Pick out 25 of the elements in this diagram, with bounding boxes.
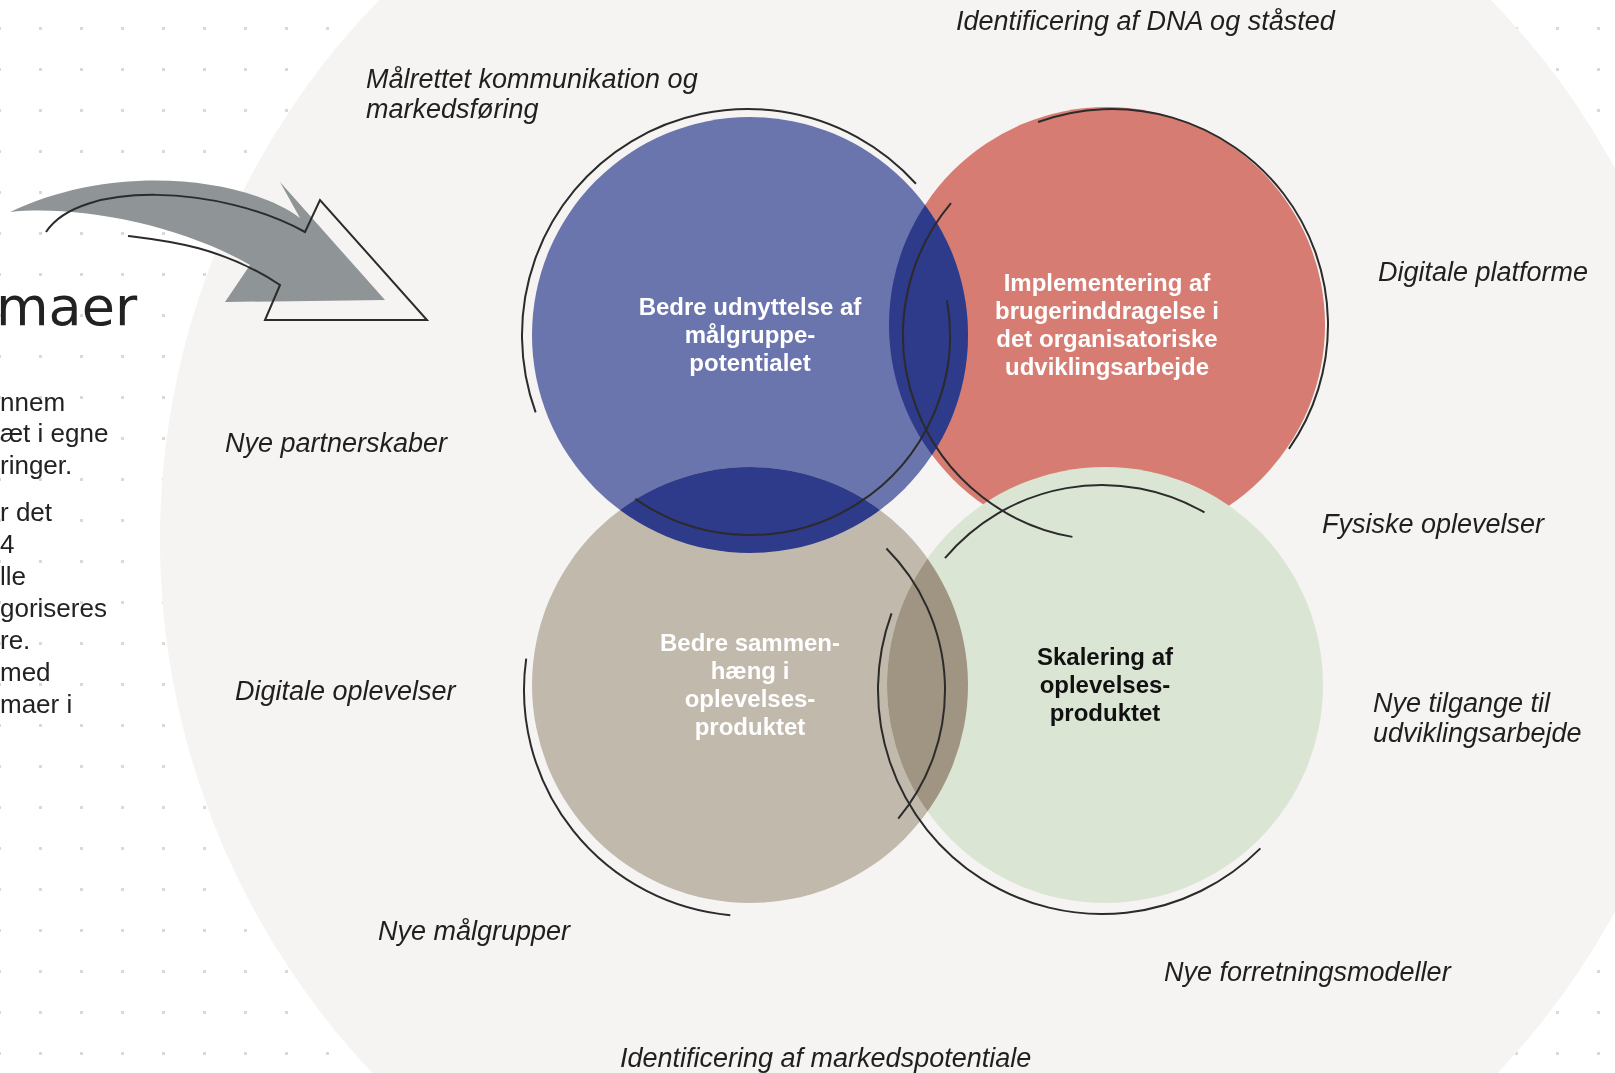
topic-label: Målrettet kommunikation og markedsføring bbox=[366, 64, 699, 124]
body-text: æt i egne bbox=[0, 418, 109, 449]
body-text: maer i bbox=[0, 689, 73, 720]
topic-label: Nye partnerskaber bbox=[225, 428, 448, 458]
circle-label: Bedre udnyttelse af målgruppe-potentialet bbox=[625, 293, 875, 377]
topic-label: Nye forretningsmodeller bbox=[1164, 957, 1451, 987]
topic-label: Identificering af markedspotentiale bbox=[620, 1043, 1032, 1073]
body-text: goriseres bbox=[0, 593, 107, 624]
body-text: med bbox=[0, 657, 51, 688]
body-text: ringer. bbox=[0, 450, 73, 481]
slide-title: maer bbox=[0, 275, 138, 338]
body-text: r det bbox=[0, 497, 53, 528]
body-text: 4 bbox=[0, 529, 15, 560]
topic-label: Digitale oplevelser bbox=[235, 676, 456, 706]
circle-label: Bedre sammen-hæng i oplevelses-produktet bbox=[647, 629, 853, 741]
circle-label: Skalering af oplevelses-produktet bbox=[1025, 643, 1185, 727]
topic-label: Nye tilgange til udviklingsarbejde bbox=[1373, 688, 1583, 748]
body-text: re. bbox=[0, 625, 31, 656]
topic-label: Digitale platforme bbox=[1378, 257, 1589, 287]
topic-label: Identificering af DNA og ståsted bbox=[956, 6, 1335, 36]
body-text: nnem bbox=[0, 387, 66, 418]
body-text: lle bbox=[0, 561, 26, 592]
circle-label: Implementering af brugerinddragelse i det organisatoriske udviklingsarbejde bbox=[976, 269, 1238, 381]
topic-label: Nye målgrupper bbox=[378, 916, 571, 946]
topic-label: Fysiske oplevelser bbox=[1322, 509, 1545, 539]
